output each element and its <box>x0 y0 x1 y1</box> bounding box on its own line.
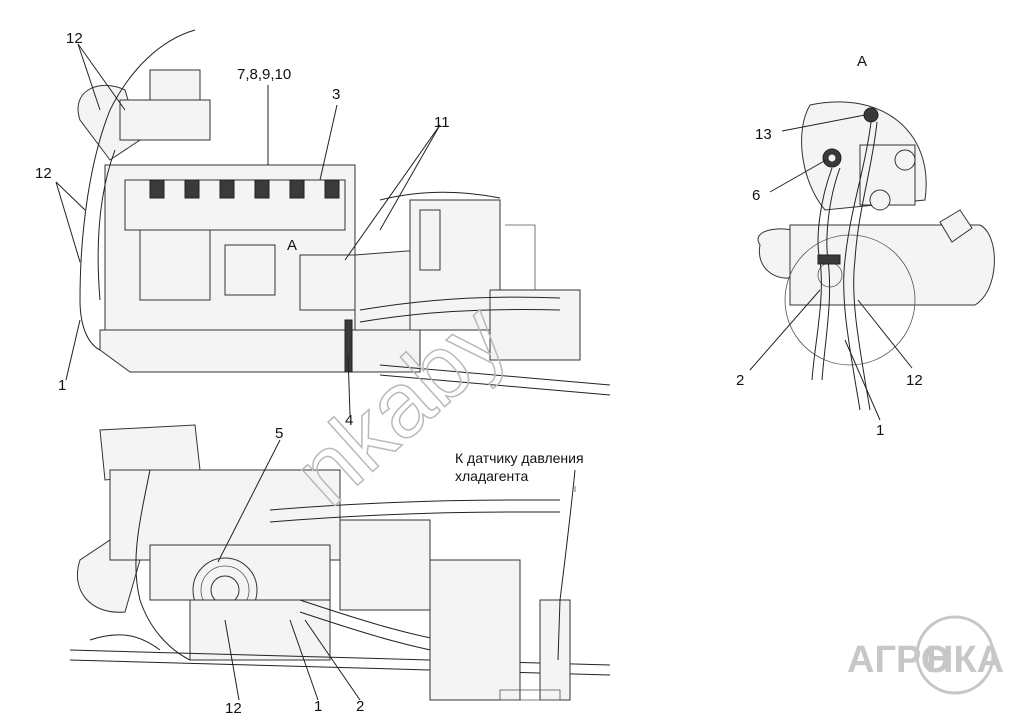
callout-1-bottom: 1 <box>314 698 322 715</box>
callout-12-detail: 12 <box>906 372 923 389</box>
sensor-note: К датчику давления хладагента <box>455 450 584 492</box>
callout-7-8-9-10: 7,8,9,10 <box>237 66 291 83</box>
brand-text-right: НКА <box>926 639 1004 681</box>
callout-13: 13 <box>755 126 772 143</box>
callout-12-left: 12 <box>35 165 52 182</box>
top-view-labels: 12 12 1 7,8,9,10 3 11 A 4 <box>35 30 450 429</box>
note-line-1: К датчику давления <box>455 450 584 466</box>
callout-5: 5 <box>275 425 283 442</box>
callout-11: 11 <box>434 114 450 131</box>
note-line-2: хладагента <box>455 468 528 484</box>
detail-A-labels: A 13 6 2 12 1 <box>736 53 923 439</box>
injector-row <box>149 179 340 199</box>
callout-4: 4 <box>345 412 353 429</box>
callout-2-detail: 2 <box>736 372 744 389</box>
view-marker-A: A <box>287 237 297 254</box>
brand-logo: АГРО НКА <box>847 615 1004 695</box>
callout-12-top: 12 <box>66 30 83 47</box>
callout-2-bottom: 2 <box>356 698 364 715</box>
detail-A-title: A <box>857 53 867 70</box>
callout-6: 6 <box>752 187 760 204</box>
brand-circle <box>915 615 995 695</box>
callout-1-detail: 1 <box>876 422 884 439</box>
callout-1-top: 1 <box>58 377 66 394</box>
engine-bottom-view <box>69 424 611 701</box>
engine-top-view <box>55 29 611 416</box>
callout-3: 3 <box>332 86 340 103</box>
brand-text-left: АГРО <box>847 639 950 681</box>
bottom-view-labels: 5 12 1 2 <box>225 425 364 717</box>
detail-A-starter <box>749 101 995 421</box>
callout-12-bottom: 12 <box>225 700 242 717</box>
